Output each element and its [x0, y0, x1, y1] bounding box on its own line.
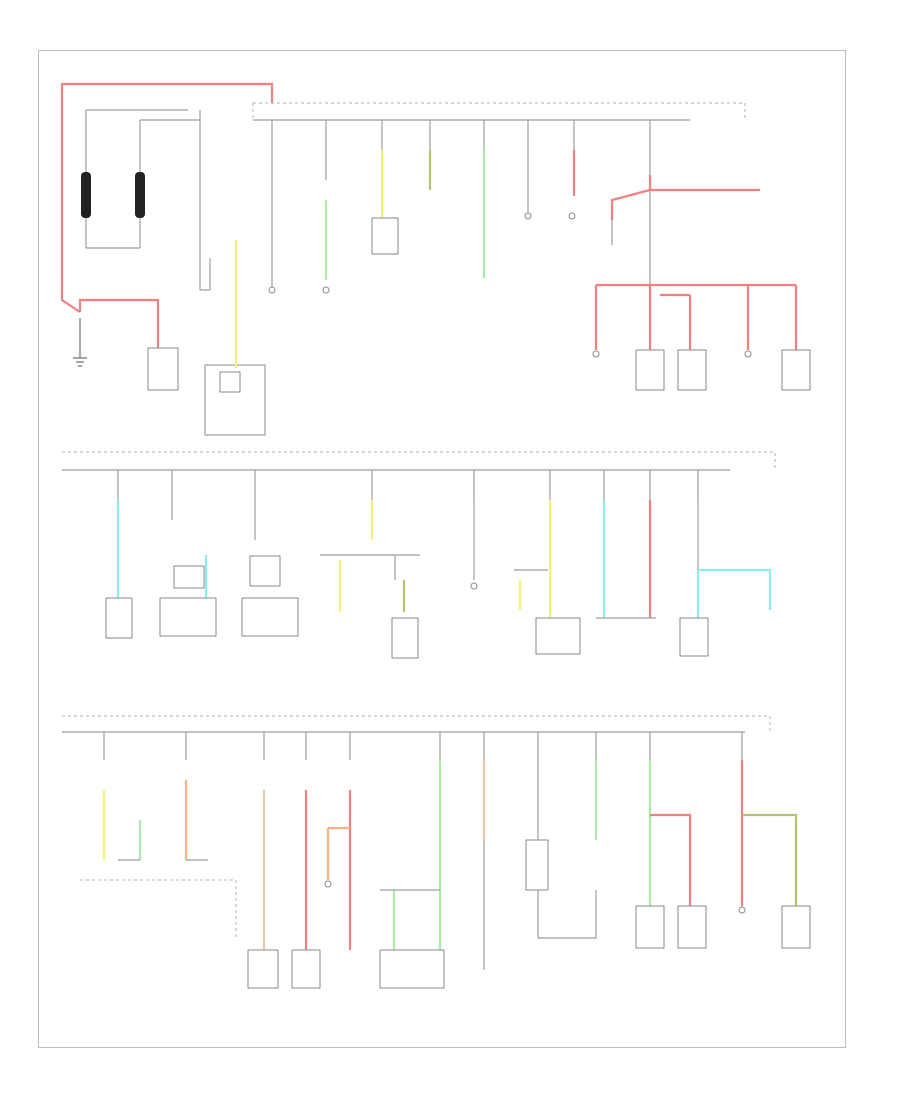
- diagram-frame: [38, 50, 846, 1048]
- fusible-link-1: [81, 172, 91, 218]
- module-low-6: [677, 905, 707, 949]
- module-low-5: [635, 905, 665, 949]
- module-low-4: [525, 839, 549, 891]
- module-mid-2: [159, 597, 217, 637]
- module-mid-5: [535, 617, 581, 655]
- load-relay-3: [781, 349, 811, 391]
- load-relay-2: [677, 349, 707, 391]
- module-mid-4: [391, 617, 419, 659]
- module-low-3: [379, 949, 445, 989]
- module-top-1: [371, 217, 399, 255]
- ground-symbol: [73, 357, 87, 367]
- middle-junction-section: [62, 451, 776, 659]
- starter-relay: [147, 347, 179, 391]
- starter-feed-wire: [78, 298, 160, 348]
- module-low-2: [291, 949, 321, 989]
- lower-junction-section: [62, 715, 811, 989]
- module-low-7: [781, 905, 811, 949]
- module-mid-6: [679, 617, 709, 657]
- fusible-link-2: [135, 172, 145, 218]
- module-mid-3: [241, 597, 299, 637]
- module-low-1: [247, 949, 279, 989]
- load-relay-1: [635, 349, 665, 391]
- battery-junction-section: [60, 82, 811, 436]
- module-mid-1: [105, 597, 133, 639]
- battery-main-feed-wire: [60, 82, 274, 313]
